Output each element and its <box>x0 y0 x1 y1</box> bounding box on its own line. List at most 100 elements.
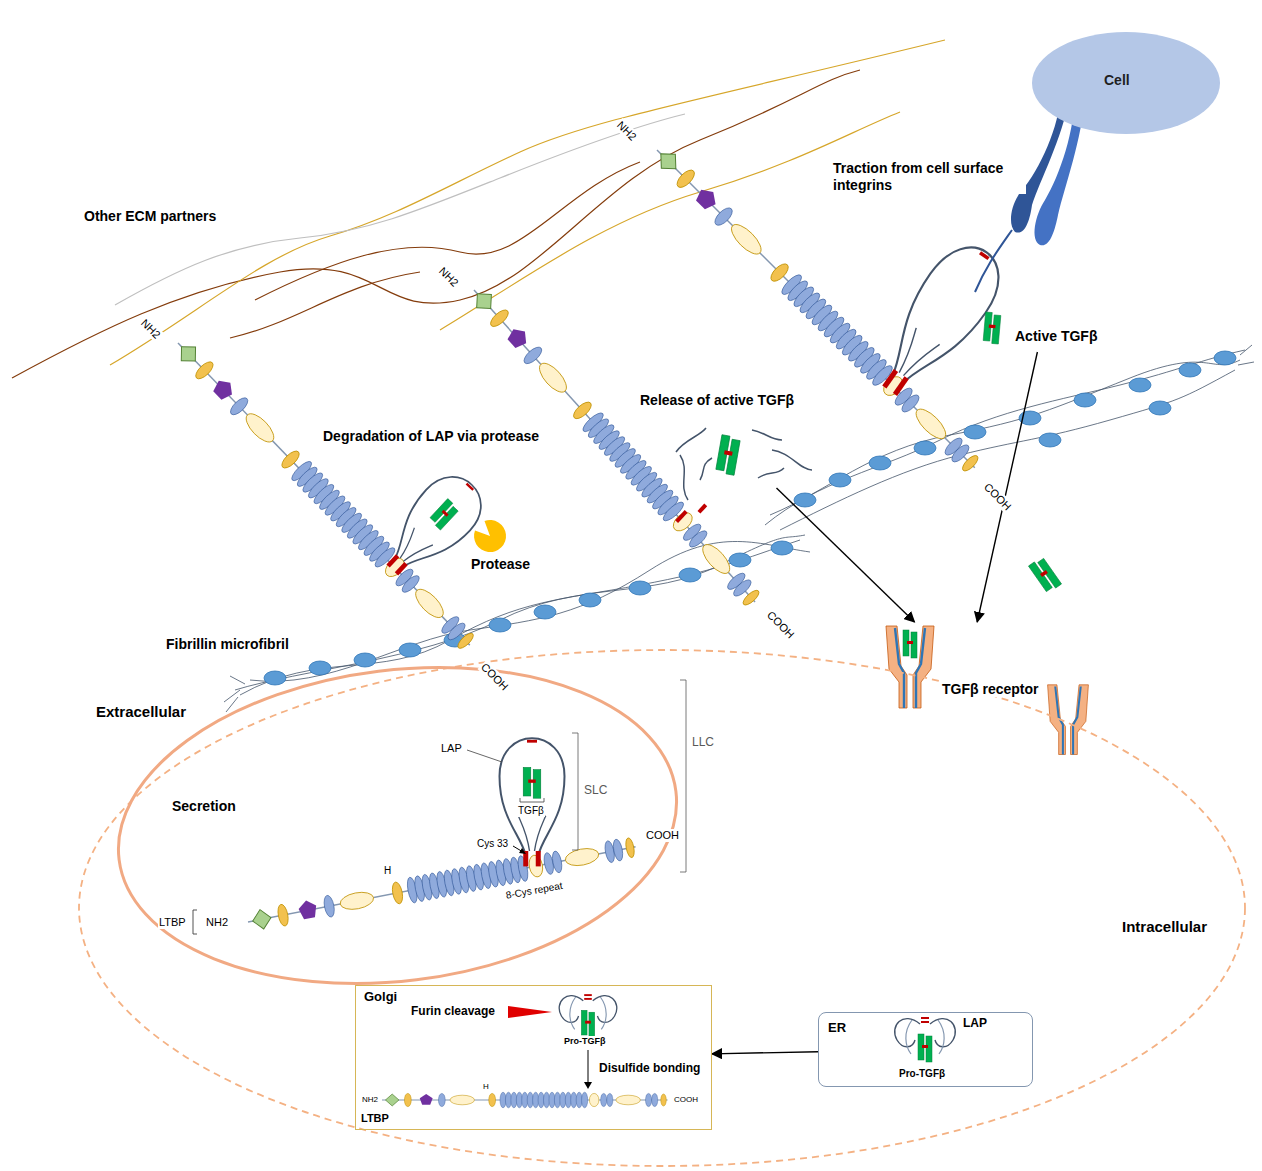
annotation-label: Extracellular <box>95 703 187 721</box>
fibrillin-microfibril <box>354 653 376 667</box>
integrin-traction <box>862 92 1085 410</box>
lap-fragments <box>675 497 707 530</box>
lap-fragments <box>715 435 740 476</box>
integrin-traction <box>975 230 1012 292</box>
annotation-label: NH2 <box>361 1095 379 1105</box>
lap-fragments <box>675 510 687 523</box>
fibrillin-microfibril <box>1214 351 1236 365</box>
annotation-label: Pro-TGFβ <box>898 1068 946 1080</box>
cell-ellipse-shape <box>1032 32 1220 134</box>
integrin-traction <box>1035 92 1085 245</box>
annotation-label: SLC <box>583 783 608 797</box>
golgi-content <box>508 1006 552 1018</box>
golgi-content <box>559 994 617 1037</box>
receptors <box>886 626 934 708</box>
lap-fragments <box>676 428 812 500</box>
annotation-label: LLC <box>691 735 715 749</box>
ltbp-strands <box>169 334 479 654</box>
released-tgf-beta: Release of active TGFβ <box>636 388 814 488</box>
annotation-label: LAP <box>962 1016 988 1030</box>
ecm-partner-fibers <box>255 162 640 300</box>
annotation-label: LAP <box>440 742 463 755</box>
fibrillin-microfibril <box>771 541 793 555</box>
annotation-label: COOH <box>645 829 680 842</box>
fibrillin-microfibril <box>1074 393 1096 407</box>
fibrillin-microfibril <box>829 473 851 487</box>
fibrillin-microfibril <box>224 676 245 712</box>
ecm-partner-fibers <box>12 70 860 378</box>
fibrillin-microfibril <box>964 425 986 439</box>
golgi-content <box>584 1082 592 1089</box>
fibrillin-microfibril <box>224 345 1254 712</box>
node-text: Golgi <box>362 990 399 1005</box>
receptors <box>903 630 917 658</box>
active-tgf-beta: Active TGFβ <box>975 306 1110 352</box>
golgi-box: Golgi <box>355 985 712 1130</box>
annotation-label: Protease <box>470 556 531 573</box>
fibrillin-microfibril <box>780 370 1235 530</box>
annotation-label: COOH <box>980 480 1014 514</box>
annotation-label: COOH <box>763 608 797 642</box>
intracellular-region: Intracellular SecretionGolgiER <box>77 648 1247 1168</box>
fibrillin-microfibril <box>1149 401 1171 415</box>
cell-ellipse: Cell <box>1030 30 1222 136</box>
node-text: ER <box>826 1021 848 1036</box>
fibrillin-microfibril <box>629 581 651 595</box>
secretion-llc <box>519 848 526 854</box>
annotation-label: NH2 <box>205 916 229 929</box>
annotation-label: NH2 <box>613 118 639 144</box>
secretion-vesicle-outline <box>115 668 680 983</box>
annotation-label: NH2 <box>137 316 163 342</box>
secretion-llc <box>572 733 578 850</box>
fibrillin-microfibril <box>309 661 331 675</box>
fibrillin-microfibril <box>264 671 286 685</box>
fibrillin-microfibril <box>399 643 421 657</box>
flow-arrow <box>977 352 1037 622</box>
ecm-partner-fibers <box>230 272 420 338</box>
fibrillin-microfibril <box>770 360 1240 515</box>
fibrillin-microfibril <box>914 441 936 455</box>
integrin-traction <box>983 312 1001 344</box>
fibrillin-microfibril <box>869 456 891 470</box>
annotation-label: Disulfide bonding <box>598 1061 701 1075</box>
lap-fragments <box>675 428 812 530</box>
annotation-label: Pro-TGFβ <box>563 1036 607 1047</box>
annotation-label: 8-Cys repeat <box>504 880 564 902</box>
er-content <box>895 1017 956 1062</box>
fibrillin-microfibril <box>534 605 556 619</box>
lap-degradation <box>474 520 506 552</box>
secretion-llc <box>193 910 197 934</box>
tgf-beta-receptor: TGFβ receptor <box>885 622 1047 722</box>
annotation-label: H <box>482 1082 490 1092</box>
flow-arrow <box>712 1052 818 1054</box>
secretion-vesicle-shape <box>100 637 695 1014</box>
ltbp-strands <box>464 281 764 611</box>
secretion-llc <box>520 798 544 802</box>
annotation-label: TGFβ <box>517 805 545 817</box>
ecm-partner-fibers <box>440 112 900 330</box>
fibrillin-microfibril <box>794 493 816 507</box>
node-text: Active TGFβ <box>1013 328 1099 344</box>
lap-fragments <box>697 504 707 514</box>
secretion-llc <box>467 750 502 762</box>
golgi-content <box>588 1050 589 1083</box>
secretion-vesicle: Secretion <box>115 668 680 983</box>
golgi-content <box>382 1092 668 1108</box>
receptors <box>1048 685 1089 755</box>
annotation-label: Furin cleavage <box>410 1004 496 1018</box>
fibrillin-microfibril <box>224 345 1254 712</box>
node-text: Cell <box>1102 72 1132 88</box>
annotation-label: Fibrillin microfibril <box>165 636 290 653</box>
annotation-label: Degradation of LAP via protease <box>322 428 540 445</box>
receptors <box>886 556 1088 754</box>
fibrillin-microfibril <box>765 350 1245 525</box>
er-content <box>895 1017 956 1062</box>
receptors <box>1028 556 1061 593</box>
annotation-label: Traction from cell surface integrins <box>832 160 1026 194</box>
annotation-label: H <box>383 865 392 877</box>
fibrillin-microfibril <box>1129 378 1151 392</box>
node-text: Intracellular <box>1120 918 1209 935</box>
annotation-label: Other ECM partners <box>83 208 217 225</box>
